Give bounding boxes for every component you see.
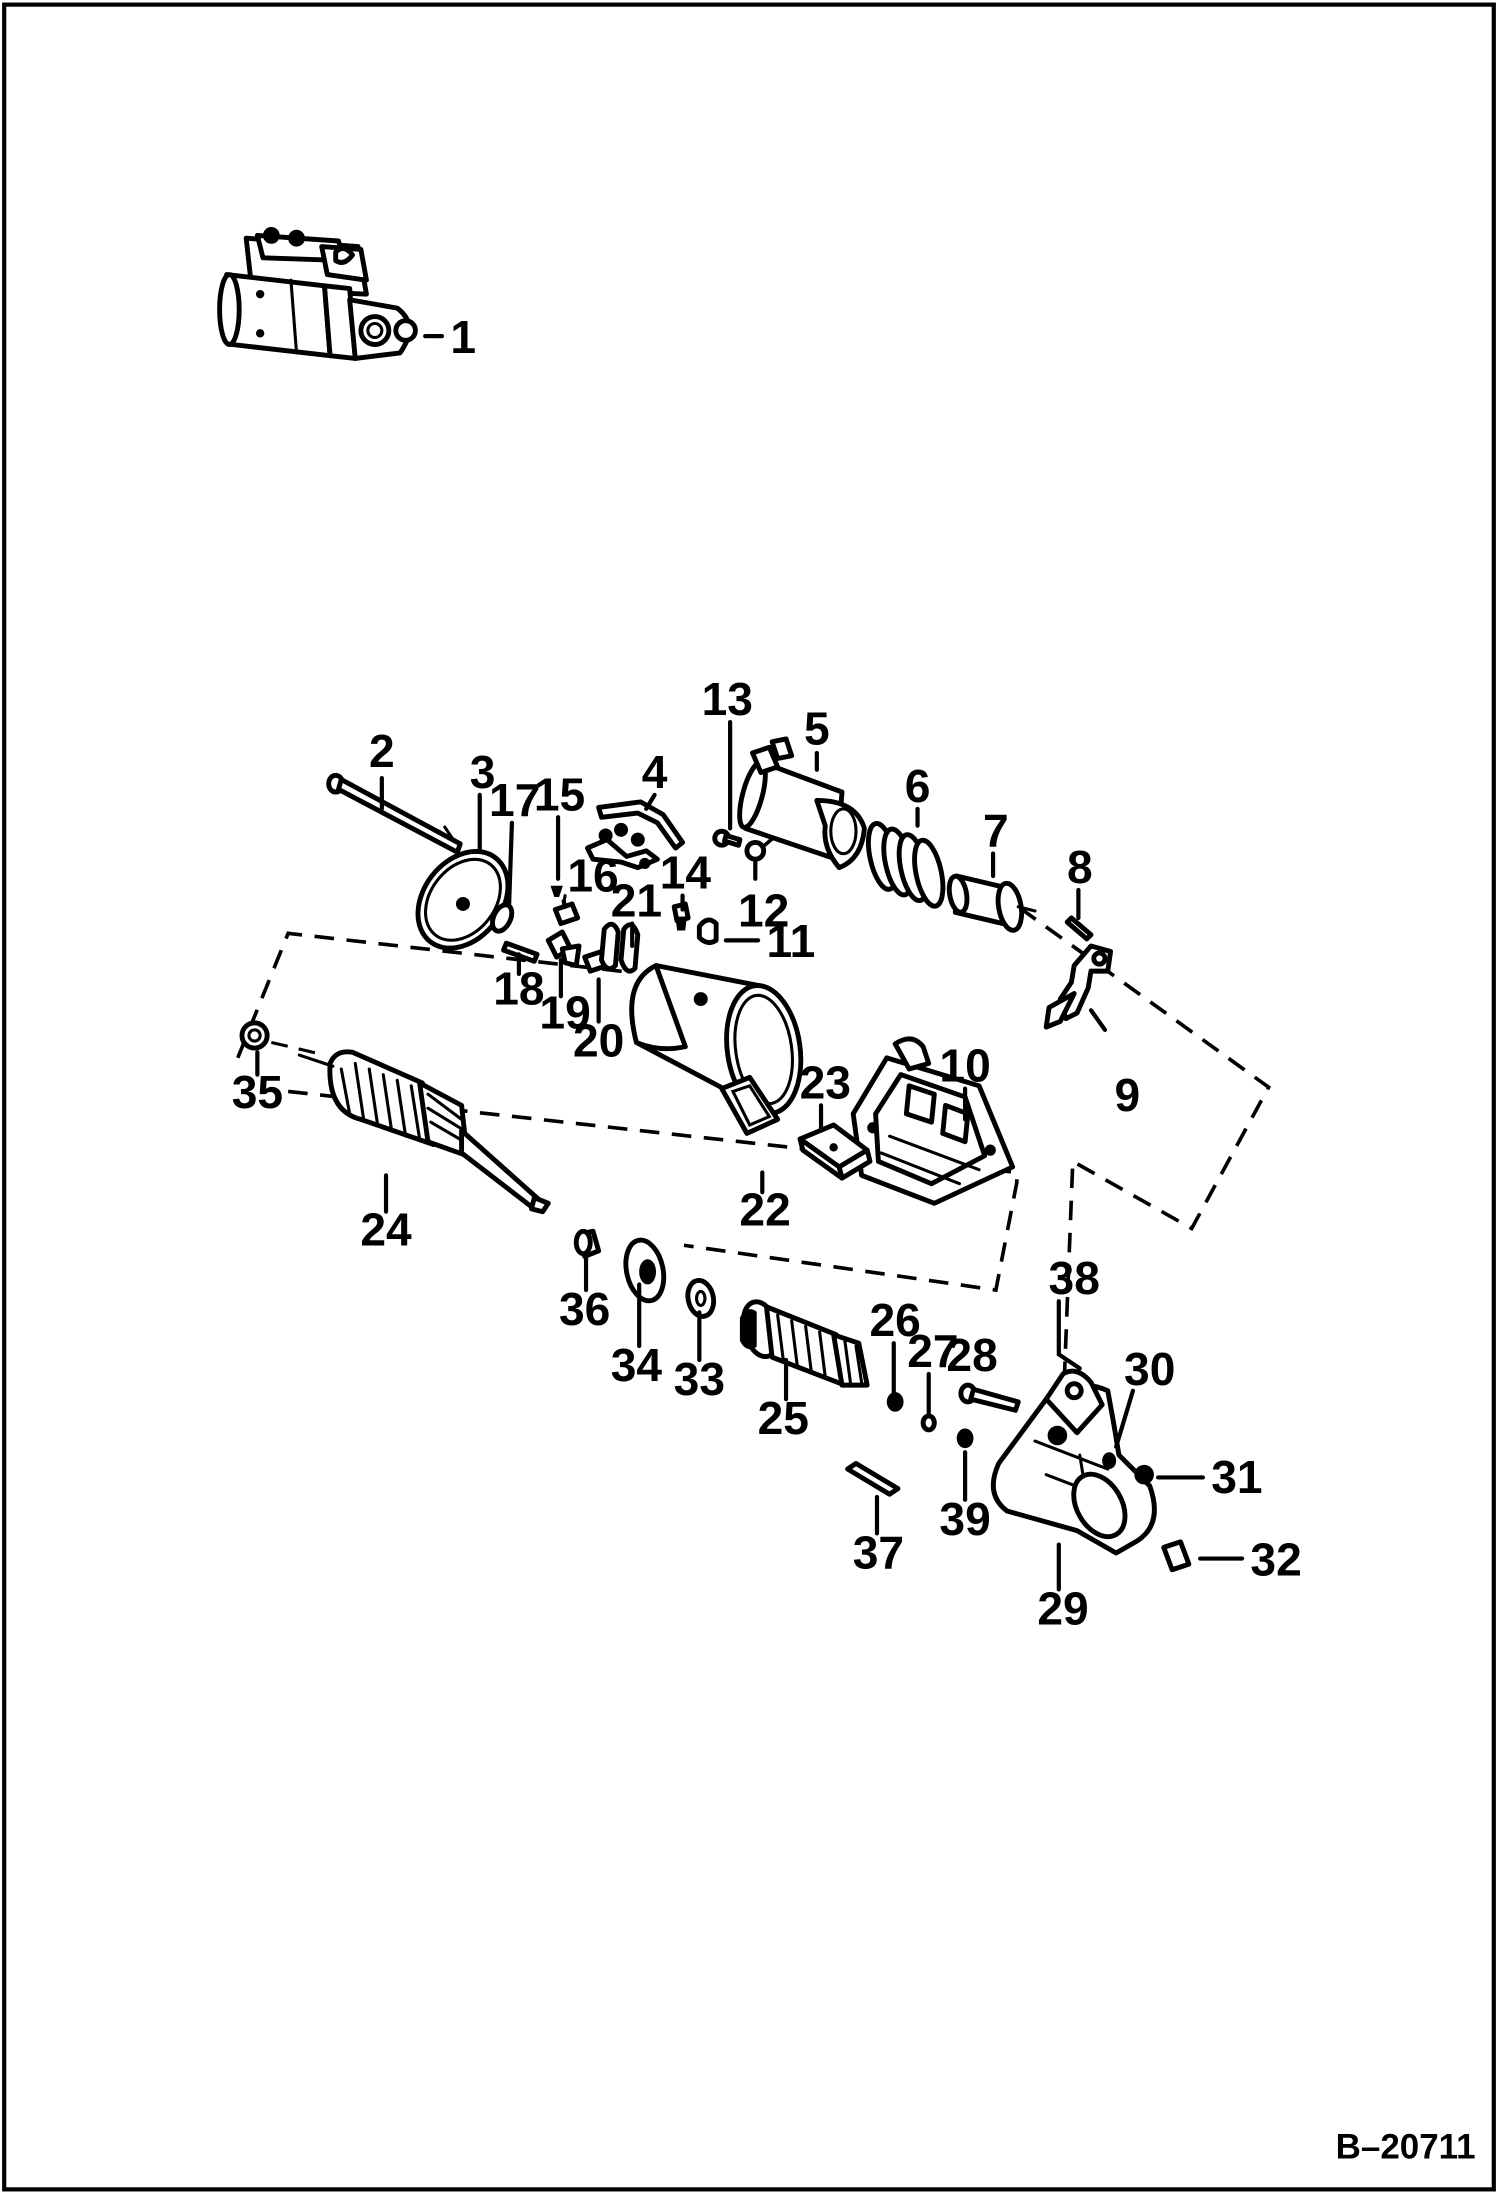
part-13-screw [712, 828, 743, 848]
callout-19: 19 [539, 986, 590, 1038]
callout-27: 27 [907, 1325, 958, 1377]
callout-11: 11 [766, 915, 815, 967]
callout-22: 22 [739, 1184, 790, 1236]
part-29-drive-housing [990, 1368, 1157, 1556]
callout-26: 26 [869, 1294, 920, 1346]
callout-16: 16 [567, 849, 618, 901]
part-36-bushing [573, 1228, 602, 1259]
leader-lines [255, 334, 1245, 1592]
callout-29: 29 [1037, 1582, 1088, 1634]
part-37-key [845, 1461, 901, 1497]
callout-33: 33 [674, 1353, 725, 1405]
callout-2: 2 [369, 725, 395, 777]
callout-3: 3 [470, 746, 496, 798]
part-10-brush-holder-assembly [850, 1036, 1016, 1206]
callout-13: 13 [702, 673, 753, 725]
part-35-bearing [239, 1020, 270, 1051]
part-field-frame [629, 963, 804, 1116]
part-7-plunger [946, 873, 1037, 933]
part-20-21-springs [582, 921, 641, 974]
callout-10: 10 [939, 1040, 990, 1092]
callout-32: 32 [1250, 1533, 1301, 1585]
callout-39: 39 [939, 1493, 990, 1545]
part-4-terminal-strip [585, 799, 686, 871]
part-26-ring [886, 1392, 904, 1412]
callout-25: 25 [758, 1392, 809, 1444]
part-39-washer [956, 1428, 974, 1449]
callout-8: 8 [1067, 841, 1093, 893]
part-28-bolt [958, 1382, 1021, 1413]
part-18-pin [501, 940, 540, 964]
callout-36: 36 [559, 1283, 610, 1335]
callout-17: 17 [489, 774, 540, 826]
part-24-armature [297, 1049, 551, 1215]
callout-24: 24 [360, 1203, 412, 1255]
part-32-plug [1161, 1539, 1192, 1573]
part-12-nut [744, 839, 767, 862]
callout-6: 6 [905, 760, 931, 812]
callout-15: 15 [534, 768, 585, 820]
callout-14: 14 [660, 847, 712, 899]
part-15-screw [550, 885, 563, 897]
axis-line-35 [270, 1040, 320, 1056]
callout-35: 35 [232, 1066, 283, 1118]
callout-1: 1 [450, 311, 476, 363]
part-25-drive-assembly [739, 1299, 870, 1388]
callout-31: 31 [1211, 1451, 1262, 1503]
part-5-solenoid [737, 736, 867, 871]
callout-38: 38 [1049, 1252, 1100, 1304]
callout-20: 20 [573, 1014, 624, 1066]
callout-21: 21 [611, 875, 662, 927]
callout-9: 9 [1115, 1069, 1141, 1121]
callout-23: 23 [800, 1056, 851, 1108]
callout-18: 18 [493, 963, 544, 1015]
part-19-brush-holder [545, 929, 582, 968]
callout-labels: 1 2 3 4 5 6 7 8 9 10 11 12 13 14 15 16 1… [232, 311, 1302, 1634]
part-34-washer [623, 1237, 667, 1304]
callout-34: 34 [611, 1339, 663, 1391]
part-31-nut [1134, 1464, 1154, 1485]
part-6-spring [865, 821, 946, 909]
callout-30: 30 [1124, 1343, 1175, 1395]
part-22-insulator [719, 1074, 781, 1136]
callout-28: 28 [946, 1329, 997, 1381]
callout-4: 4 [642, 746, 668, 798]
callout-37: 37 [853, 1526, 904, 1578]
part-2-through-bolt [326, 772, 463, 855]
part-9-shift-lever [1043, 943, 1114, 1030]
figure-number: B–20711 [1336, 2128, 1476, 2167]
starter-assembly [217, 227, 418, 361]
callout-7: 7 [983, 805, 1009, 857]
part-8-pin [1064, 915, 1094, 942]
callout-5: 5 [804, 703, 830, 755]
part-30-washer [1102, 1452, 1117, 1470]
part-33-washer [685, 1277, 717, 1319]
part-23-brush [797, 1122, 873, 1181]
callout-12: 12 [738, 884, 789, 936]
part-27-ring [920, 1413, 937, 1433]
part-11-clip [696, 917, 719, 946]
